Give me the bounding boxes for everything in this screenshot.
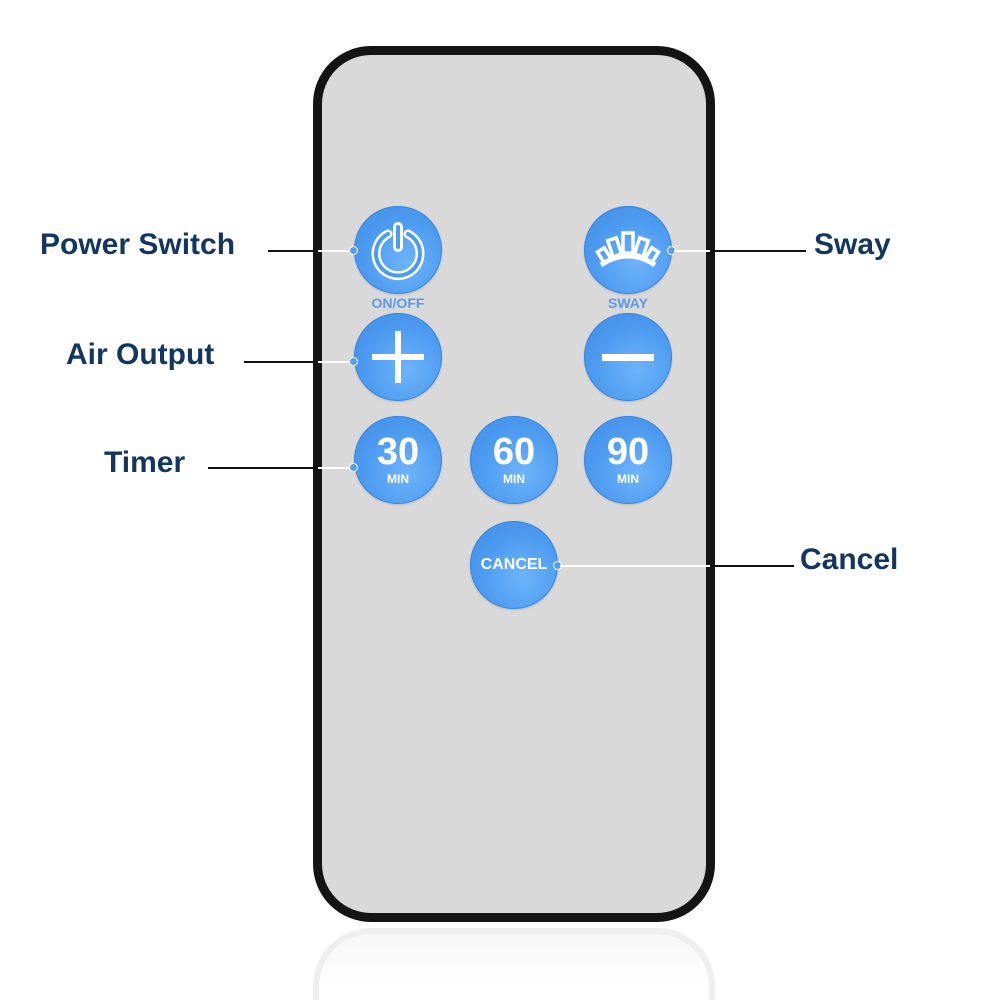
power-button[interactable] — [354, 206, 442, 294]
timer-90-button[interactable]: 90 MIN — [584, 416, 672, 504]
callout-line — [710, 565, 794, 567]
minus-icon — [601, 352, 655, 362]
callout-sway: Sway — [814, 228, 891, 261]
callout-line — [674, 250, 710, 252]
power-icon — [366, 218, 430, 282]
timer-60-unit: MIN — [503, 472, 525, 486]
callout-line — [208, 467, 318, 469]
callout-line — [244, 361, 318, 363]
cancel-button-label: CANCEL — [480, 556, 548, 573]
timer-60-button[interactable]: 60 MIN — [470, 416, 558, 504]
air-output-minus-button[interactable] — [584, 313, 672, 401]
remote-reflection — [313, 928, 715, 1000]
callout-dot — [349, 463, 358, 472]
timer-30-button[interactable]: 30 MIN — [354, 416, 442, 504]
timer-60-value: 60 — [492, 431, 536, 473]
timer-30-value: 30 — [376, 431, 420, 473]
air-output-plus-button[interactable] — [354, 313, 442, 401]
callout-air-output: Air Output — [66, 338, 215, 371]
timer-90-unit: MIN — [617, 472, 639, 486]
callout-dot — [349, 357, 358, 366]
callout-line — [560, 565, 710, 567]
callout-line — [318, 467, 354, 469]
sway-icon — [595, 225, 661, 275]
callout-line — [318, 361, 354, 363]
timer-90-value: 90 — [606, 431, 650, 473]
plus-icon — [371, 330, 425, 384]
callout-line — [710, 250, 806, 252]
sway-button[interactable] — [584, 206, 672, 294]
callout-power-switch: Power Switch — [40, 228, 236, 261]
callout-line — [318, 250, 354, 252]
timer-30-unit: MIN — [387, 472, 409, 486]
cancel-button[interactable]: CANCEL — [470, 521, 558, 609]
callout-timer: Timer — [104, 446, 186, 479]
callout-dot — [349, 246, 358, 255]
callout-line — [268, 250, 318, 252]
power-caption: ON/OFF — [371, 295, 425, 311]
sway-caption: SWAY — [608, 295, 648, 311]
callout-cancel: Cancel — [800, 543, 899, 576]
